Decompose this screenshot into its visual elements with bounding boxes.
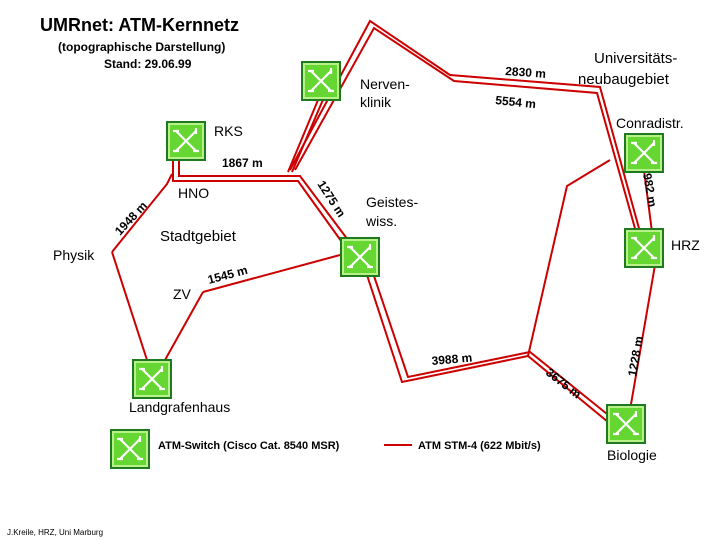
- diagram-date: Stand: 29.06.99: [104, 57, 192, 71]
- switch-hrz[interactable]: [622, 226, 666, 270]
- switch-conradistr[interactable]: [622, 131, 666, 175]
- node-label-physik: Physik: [53, 247, 95, 263]
- dist-hrz-bio: 1228 m: [625, 335, 646, 378]
- link-conradi-hrz: [643, 169, 653, 233]
- dist-rks-hno-geist: 1867 m: [222, 156, 263, 170]
- dist-nerv-uni-lower: 5554 m: [495, 93, 537, 111]
- link-rks-hno-geist: [172, 158, 345, 246]
- switch-landgrafenhaus[interactable]: [130, 357, 174, 401]
- diagram-title: UMRnet: ATM-Kernnetz: [40, 15, 239, 35]
- dist-geist-bio: 3988 m: [431, 350, 473, 367]
- node-label-nervenklinik-1: Nerven-: [360, 76, 410, 92]
- dist-zv-geist: 1545 m: [206, 263, 249, 287]
- dist-nerv-uni-upper: 2830 m: [505, 64, 547, 81]
- node-label-conradistr: Conradistr.: [616, 115, 684, 131]
- dist-conradi-hrz: 982 m: [640, 172, 660, 208]
- region-university-line2: neubaugebiet: [578, 71, 670, 88]
- link-physik-rks: [111, 173, 173, 253]
- node-label-geisteswiss-2: wiss.: [365, 213, 397, 229]
- legend-switch-icon: [108, 427, 152, 471]
- link-nerv-uni: [289, 19, 641, 233]
- link-zv-landgraf: [164, 291, 204, 361]
- link-hrz-bio: [629, 264, 656, 411]
- links: [111, 19, 656, 423]
- node-label-biologie: Biologie: [607, 447, 657, 463]
- legend-link-label: ATM STM-4 (622 Mbit/s): [418, 440, 541, 452]
- region-university-line1: Universitäts-: [594, 50, 677, 67]
- link-zv-geist: [202, 254, 341, 293]
- dist-hno-geist: 1275 m: [314, 178, 348, 220]
- link-geist-bio: [365, 271, 609, 423]
- dist-loop-bio: 3675 m: [543, 365, 584, 401]
- link-physik-landgraf: [111, 251, 148, 361]
- diagram-subtitle: (topographische Darstellung): [58, 40, 225, 54]
- node-label-geisteswiss-1: Geistes-: [366, 194, 418, 210]
- node-label-hno: HNO: [178, 185, 209, 201]
- switch-nervenklinik[interactable]: [299, 59, 343, 103]
- switch-biologie[interactable]: [604, 402, 648, 446]
- switch-geisteswiss[interactable]: [338, 235, 382, 279]
- node-label-rks: RKS: [214, 123, 243, 139]
- node-label-nervenklinik-2: klinik: [360, 94, 392, 110]
- link-loop: [527, 159, 611, 357]
- node-label-hrz: HRZ: [671, 237, 700, 253]
- switch-rks[interactable]: [164, 119, 208, 163]
- node-label-zv: ZV: [173, 286, 192, 302]
- dist-physik-rks: 1948 m: [112, 199, 150, 238]
- region-city: Stadtgebiet: [160, 228, 237, 245]
- footer-credit: J.Kreile, HRZ, Uni Marburg: [7, 528, 103, 537]
- legend-switch-label: ATM-Switch (Cisco Cat. 8540 MSR): [158, 440, 340, 452]
- node-label-landgrafenhaus: Landgrafenhaus: [129, 399, 230, 415]
